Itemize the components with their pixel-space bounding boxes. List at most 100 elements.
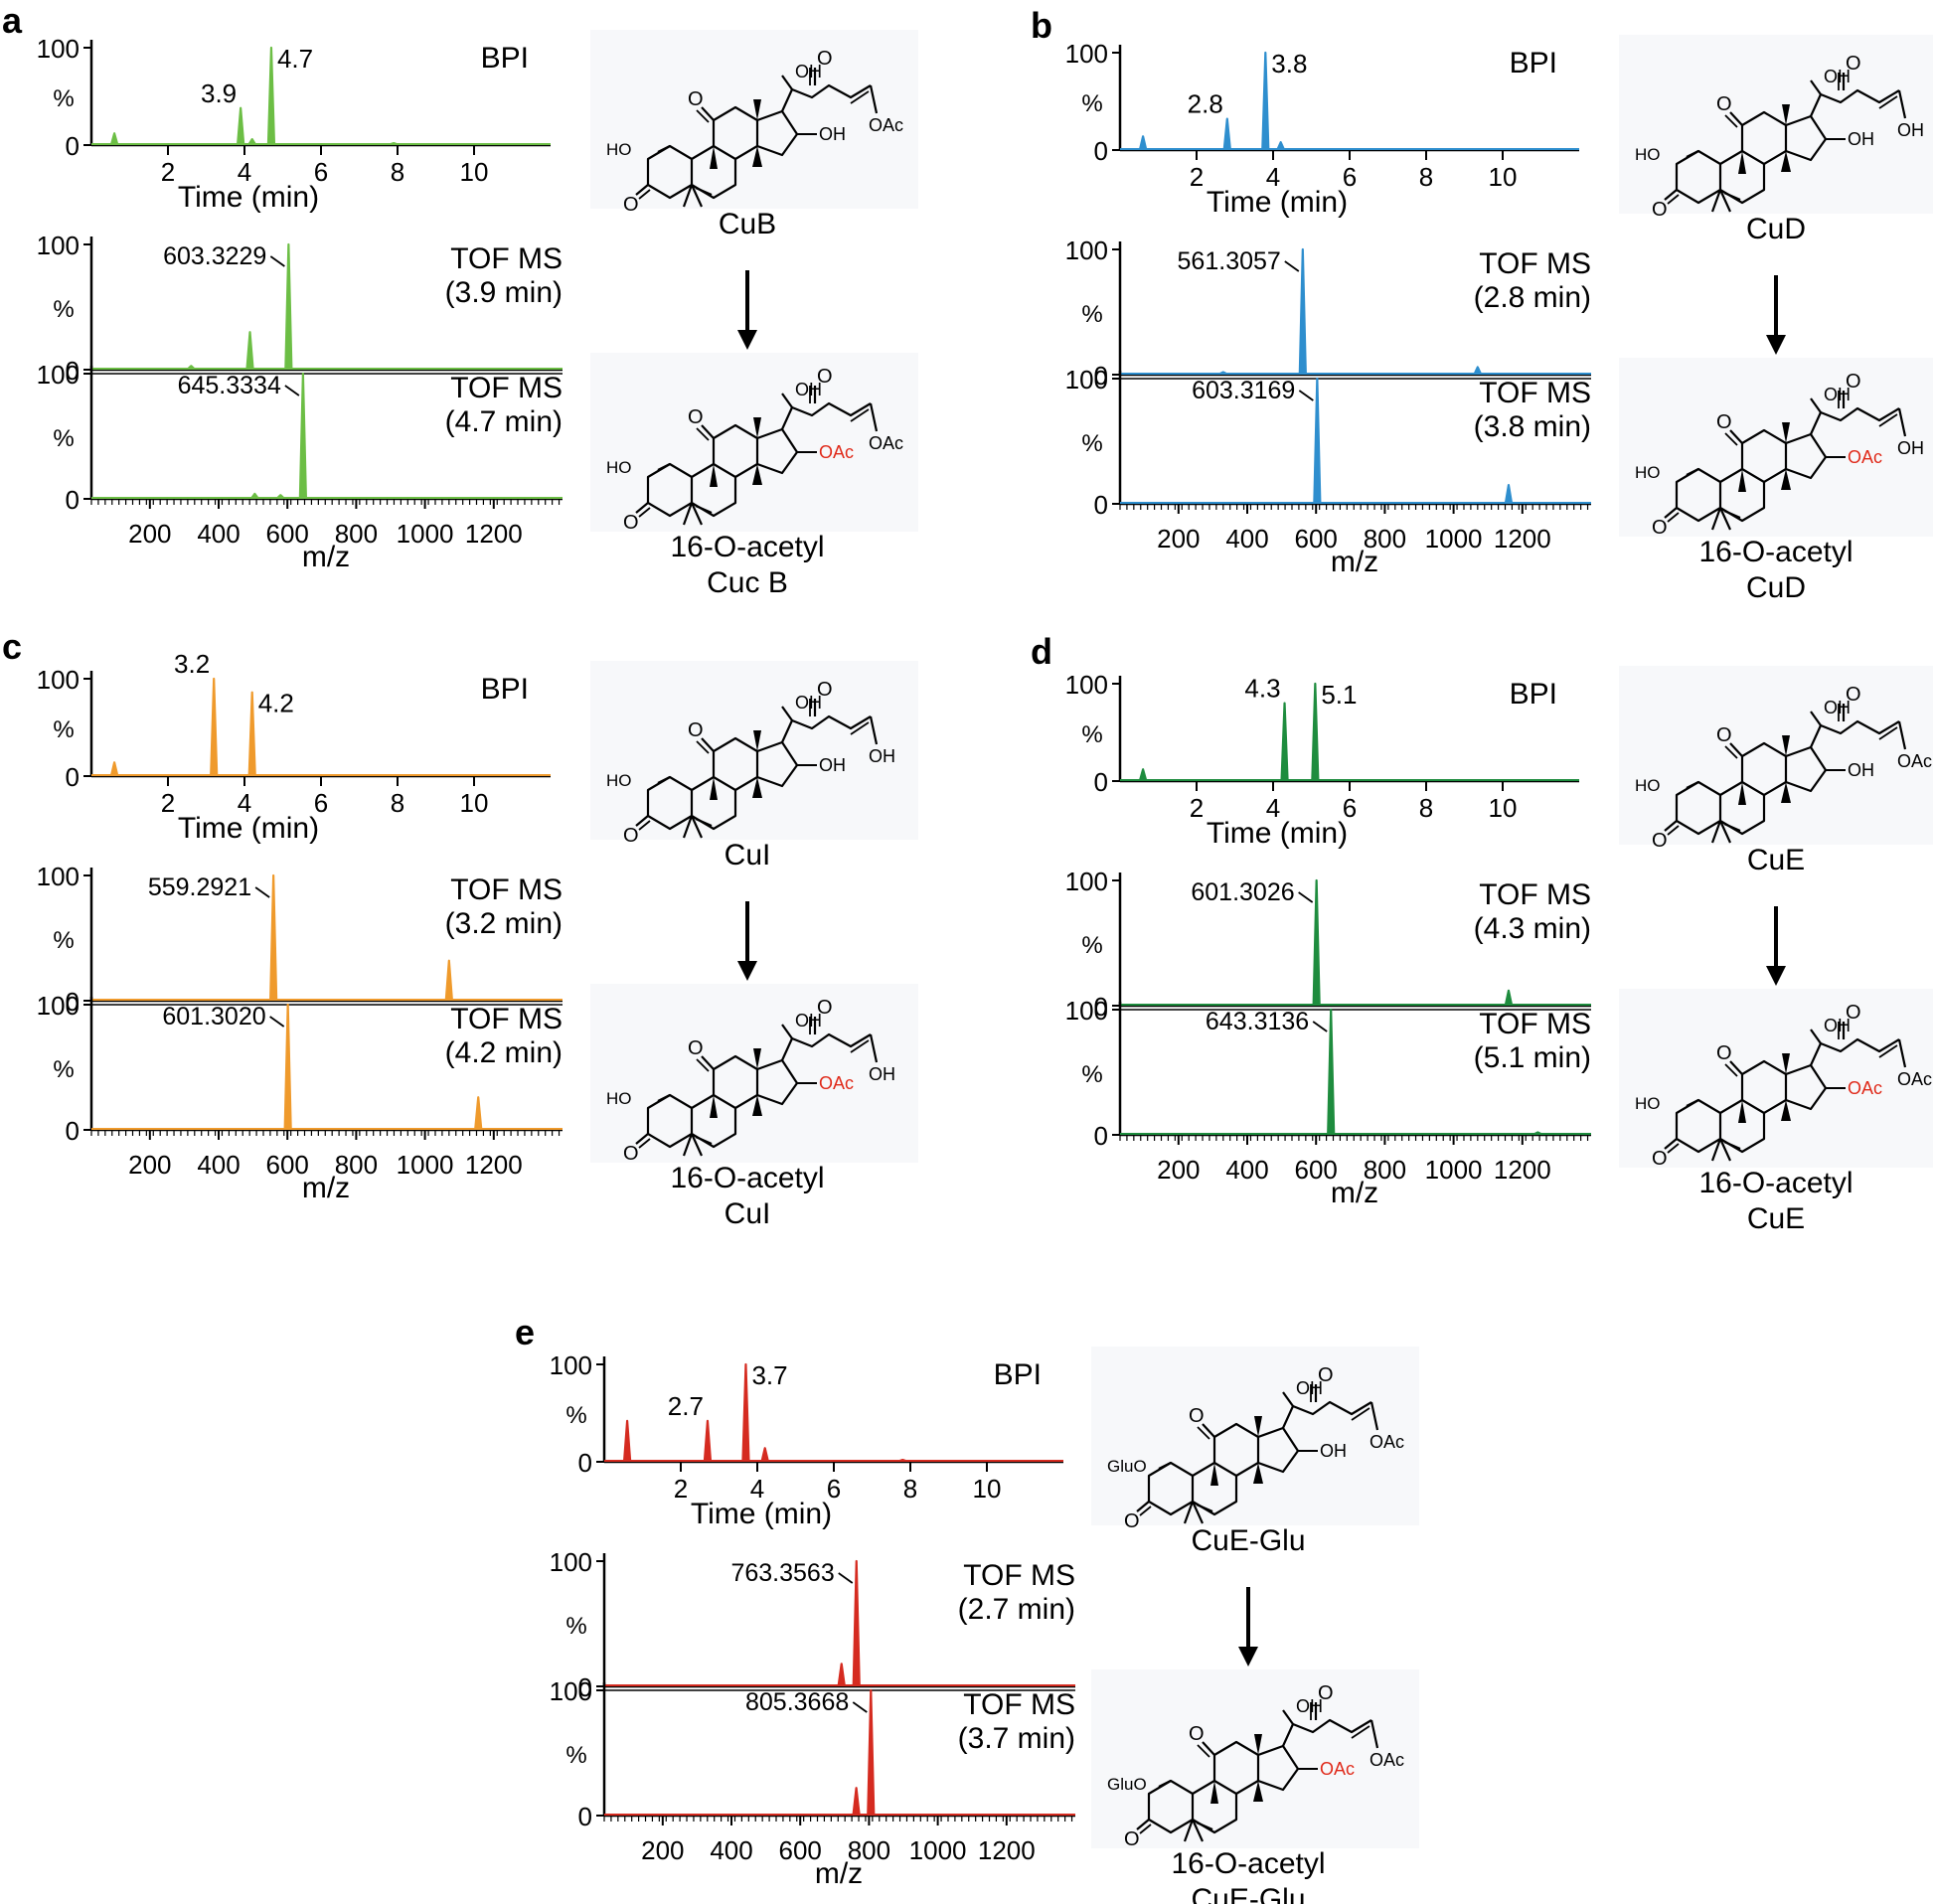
bond — [1740, 741, 1788, 796]
bond — [712, 736, 759, 791]
panel-letter-d: d — [1031, 631, 1052, 672]
bpi-ytick-label: 0 — [1094, 136, 1108, 166]
ms-time: (4.3 min) — [1474, 912, 1591, 945]
bond — [869, 715, 879, 745]
bond — [1212, 1740, 1260, 1795]
wedge — [1781, 782, 1791, 803]
bpi-peak — [110, 132, 119, 145]
ms-ytick-label: 100 — [1065, 996, 1108, 1026]
label-o11: O — [1716, 93, 1732, 115]
ms-peak-leader — [269, 1016, 285, 1028]
bpi-title: BPI — [1510, 678, 1557, 711]
bpi-xtick-label: 4 — [238, 788, 251, 818]
bpi-peak-label: 3.2 — [174, 649, 210, 679]
wedge — [753, 99, 761, 120]
ms-ytick-label: 0 — [66, 987, 80, 1017]
wedge — [1254, 1734, 1262, 1755]
bond — [695, 504, 713, 515]
bpi-xtick-label: 4 — [750, 1474, 764, 1504]
label-oh16: OH — [1848, 760, 1874, 780]
wedge — [1210, 1781, 1218, 1804]
ms-peak — [250, 492, 259, 499]
bpi-peak — [1280, 702, 1289, 781]
bpi-xtick-label: 6 — [1343, 162, 1357, 192]
ms-peak-label: 603.3169 — [1192, 377, 1295, 404]
bond — [1282, 1709, 1294, 1725]
ms-time: (3.8 min) — [1474, 410, 1591, 443]
bpi-peak-label: 4.3 — [1244, 674, 1280, 704]
bond — [781, 706, 793, 721]
label-o22: O — [817, 48, 833, 70]
bond — [635, 184, 649, 196]
ms-ytick-label: 100 — [37, 231, 80, 260]
ms-ytick-label: 100 — [37, 862, 80, 891]
bond — [1281, 1718, 1372, 1747]
bond — [682, 502, 704, 526]
panel-letter-b: b — [1031, 5, 1052, 46]
bpi-peak — [623, 1419, 632, 1462]
bond — [696, 109, 710, 123]
ms-ylabel: % — [1081, 1061, 1102, 1088]
bond — [1282, 1391, 1294, 1407]
bond — [657, 1094, 671, 1102]
label-oac16: OAc — [1320, 1759, 1355, 1779]
label-o3: O — [1652, 1148, 1668, 1170]
bpi-xtick-label: 10 — [1489, 162, 1518, 192]
bond — [1809, 406, 1900, 435]
bond — [1719, 780, 1766, 836]
ms-ytick-label: 100 — [37, 360, 80, 390]
ms-ylabel: % — [53, 1056, 74, 1083]
ms-xlabel: m/z — [815, 1857, 863, 1890]
bond — [1710, 1138, 1732, 1162]
structure-bg — [1619, 989, 1933, 1168]
ms-xtick-label: 400 — [1225, 1155, 1268, 1185]
wedge — [1738, 469, 1746, 492]
structure-bg — [1091, 1669, 1419, 1848]
bond — [1878, 1044, 1898, 1058]
bpi-xtick-label: 6 — [314, 157, 328, 187]
ms-time: (3.9 min) — [445, 276, 563, 309]
bond — [638, 189, 651, 200]
bpi-ytick-label: 0 — [578, 1448, 592, 1478]
bond — [1664, 507, 1678, 519]
bpi-ylabel: % — [53, 85, 74, 112]
bond — [869, 1033, 879, 1063]
bond — [1710, 507, 1732, 531]
bond — [682, 184, 704, 208]
ms-ylabel: % — [1081, 301, 1102, 328]
bpi-peak — [1139, 135, 1148, 150]
ms-ylabel: % — [53, 927, 74, 954]
bond — [1667, 1143, 1680, 1154]
bpi-peak — [247, 691, 256, 776]
structure-bg — [1619, 35, 1933, 214]
bpi-peak-label: 2.7 — [668, 1391, 704, 1421]
bond — [1878, 413, 1898, 427]
label-oh20: OH — [1824, 698, 1851, 717]
structure-name-bottom-1: 16-O-acetyl — [670, 1162, 824, 1194]
bond — [1723, 191, 1741, 202]
wedge — [710, 1095, 718, 1118]
bond — [1667, 825, 1680, 836]
ms-xtick-label: 600 — [266, 519, 309, 549]
bond — [682, 815, 704, 839]
bpi-xtick-label: 8 — [391, 788, 404, 818]
label-oh20: OH — [795, 380, 822, 399]
wedge — [1738, 782, 1746, 805]
bpi-xtick-label: 8 — [1419, 162, 1433, 192]
bond — [635, 815, 649, 827]
structure-name-top: CuI — [725, 839, 771, 872]
bond — [1183, 1501, 1205, 1524]
bpi-title: BPI — [994, 1358, 1042, 1391]
bpi-xtick-label: 6 — [827, 1474, 841, 1504]
bond — [780, 401, 872, 430]
bond — [1686, 468, 1699, 476]
ms-peak-leader — [284, 385, 300, 397]
bpi-peak — [110, 761, 119, 776]
ms-xtick-label: 1000 — [397, 519, 454, 549]
bond — [869, 84, 879, 114]
label-o3: O — [1652, 517, 1668, 539]
